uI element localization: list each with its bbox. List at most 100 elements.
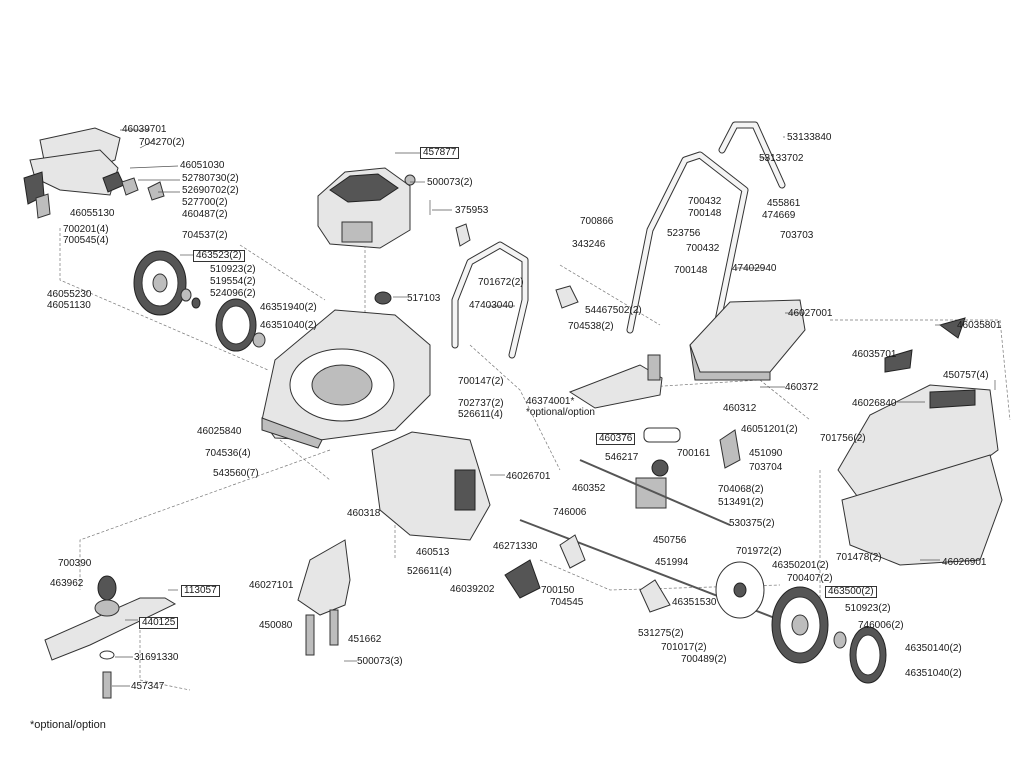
part-label: 701478(2): [836, 552, 882, 563]
part-label-boxed: 440125: [139, 617, 179, 629]
part-label: 46027001: [788, 308, 833, 319]
part-label: 704068(2): [718, 484, 764, 495]
part-label: 700390: [58, 558, 92, 569]
part-label: 700147(2): [458, 376, 504, 387]
part-label: 700148: [674, 265, 708, 276]
part-label-boxed: 463523(2): [193, 250, 245, 262]
part-label: 31691330: [134, 652, 179, 663]
part-label: 527700(2): [182, 197, 228, 208]
part-label: 517103: [407, 293, 441, 304]
part-label: 700150: [541, 585, 575, 596]
part-label: 700161: [677, 448, 711, 459]
part-label: 46374001*: [526, 396, 575, 407]
part-label: 500073(3): [357, 656, 403, 667]
part-label: 46051201(2): [741, 424, 798, 435]
part-label: 703703: [780, 230, 814, 241]
part-label: 523756: [667, 228, 701, 239]
rear-wheel-left: [133, 250, 266, 352]
part-label: 704270(2): [139, 137, 185, 148]
part-label: 524096(2): [210, 288, 256, 299]
part-label: 500073(2): [427, 177, 473, 188]
part-label: 46055230: [47, 289, 92, 300]
part-label: 46350140(2): [905, 643, 962, 654]
part-label: 474669: [762, 210, 796, 221]
part-label: 701756(2): [820, 433, 866, 444]
part-label: 375953: [455, 205, 489, 216]
part-label: 460318: [347, 508, 381, 519]
part-label: 451662: [348, 634, 382, 645]
part-label: 701672(2): [478, 277, 524, 288]
part-label: 46051130: [47, 300, 91, 311]
part-label: 704537(2): [182, 230, 228, 241]
part-label: 451994: [655, 557, 689, 568]
part-label: 54467502(2): [585, 305, 642, 316]
blade-assembly-part: [44, 575, 177, 699]
part-label: 450080: [259, 620, 293, 631]
part-label: 450756: [653, 535, 687, 546]
drive-axle-part: [504, 519, 781, 621]
part-label: 463962: [50, 578, 84, 589]
part-label-boxed: 113057: [181, 585, 220, 597]
part-label: 546217: [605, 452, 639, 463]
part-label: 46035701: [852, 349, 897, 360]
part-label-boxed: 460376: [596, 433, 636, 445]
part-label: 460487(2): [182, 209, 228, 220]
part-label-boxed: 457877: [420, 147, 460, 159]
footnote: *optional/option: [30, 719, 106, 731]
part-label: 700545(4): [63, 235, 109, 246]
part-label: 700489(2): [681, 654, 727, 665]
part-label: 704536(4): [205, 448, 251, 459]
part-label: 700201(4): [63, 224, 109, 235]
leader-lines: [112, 129, 996, 687]
part-label: 53133840: [787, 132, 832, 143]
part-label: 700407(2): [787, 573, 833, 584]
handle-lower: [451, 223, 579, 359]
part-label: 704538(2): [568, 321, 614, 332]
part-label: 450757(4): [943, 370, 989, 381]
part-label: 531275(2): [638, 628, 684, 639]
part-label: 451090: [749, 448, 783, 459]
discharge-chute-part: [297, 539, 351, 656]
part-label: *optional/option: [526, 407, 595, 418]
rear-flap-part: [23, 127, 165, 219]
part-label: 46026901: [942, 557, 987, 568]
part-label: 46026840: [852, 398, 897, 409]
part-label: 701972(2): [736, 546, 782, 557]
engine-part: [317, 167, 431, 249]
part-label: 52780730(2): [182, 173, 239, 184]
part-label: 701017(2): [661, 642, 707, 653]
part-label: 46271330: [493, 541, 538, 552]
part-label: 700432: [688, 196, 722, 207]
part-label: 46351040(2): [260, 320, 317, 331]
part-label: 460372: [785, 382, 819, 393]
part-label: 46051030: [180, 160, 225, 171]
part-label: 46351040(2): [905, 668, 962, 679]
part-label: 47403040: [469, 300, 514, 311]
part-label: 46351530: [672, 597, 717, 608]
part-label: 700148: [688, 208, 722, 219]
part-label: 46039202: [450, 584, 495, 595]
part-label: 46350201(2): [772, 560, 829, 571]
part-label: 46039701: [122, 124, 167, 135]
part-label: 530375(2): [729, 518, 775, 529]
side-shield-part: [371, 431, 491, 541]
part-label: 510923(2): [210, 264, 256, 275]
handle-upper: [626, 121, 786, 339]
part-label: 526611(4): [407, 566, 452, 577]
gearbox-part: [579, 427, 741, 526]
part-label: 700432: [686, 243, 720, 254]
part-label: 46035801: [957, 320, 1002, 331]
grass-box-part: [837, 317, 1003, 566]
assembly-guide-lines: [59, 228, 1011, 691]
part-label: 703704: [749, 462, 783, 473]
part-label: 460352: [572, 483, 606, 494]
part-label: 455861: [767, 198, 801, 209]
part-label: 746006: [553, 507, 587, 518]
part-label: 519554(2): [210, 276, 256, 287]
part-label: 46055130: [70, 208, 115, 219]
part-label-boxed: 463500(2): [825, 586, 877, 598]
part-label: 700866: [580, 216, 614, 227]
mower-deck-part: [261, 291, 431, 449]
part-label: 460513: [416, 547, 450, 558]
